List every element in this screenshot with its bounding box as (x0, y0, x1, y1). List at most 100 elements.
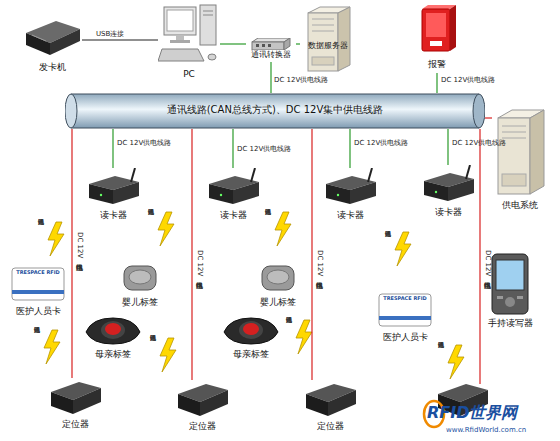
loc-shape (328, 390, 356, 416)
alarm-shape (450, 5, 456, 51)
pda-shape (496, 260, 524, 290)
baby-shape (129, 270, 151, 284)
reader-shape (337, 194, 339, 196)
mother-shape (224, 318, 278, 344)
reader-node: 读卡器 (85, 168, 141, 222)
reader-icon (322, 168, 378, 208)
power-icon (492, 108, 548, 196)
power-node: 供电系统 (492, 108, 548, 213)
card-logo-text: TRESPACE RFID (375, 296, 435, 302)
power-shape (502, 132, 526, 133)
mother-node: 母亲标签 (82, 310, 144, 362)
reader-node: 读卡器 (420, 165, 476, 219)
lightning-bolt (448, 345, 464, 379)
card-logo-text: TRESPACE RFID (8, 270, 68, 276)
issuer-shape (50, 29, 80, 55)
wire-label: DC 12V供电线路 (483, 250, 491, 276)
baby-icon (112, 262, 167, 294)
lightning-bolt (160, 338, 176, 372)
bus-node: 通讯线路(CAN总线方式)、DC 12V集中供电线路 (65, 93, 485, 129)
device-label: 读卡器 (85, 210, 141, 220)
device-label: PC (158, 69, 220, 79)
baby-shape (262, 266, 294, 290)
server-shape (312, 19, 334, 20)
device-label: 数据服务器 (300, 41, 355, 50)
device-label: 定位器 (172, 421, 232, 431)
server-shape (312, 31, 334, 32)
mother-shape (86, 318, 140, 344)
conv-icon (246, 38, 296, 50)
reader-shape (209, 184, 233, 204)
device-label: 医护人员卡 (375, 332, 435, 342)
lightning-bolt (44, 330, 60, 364)
reader-node: 读卡器 (205, 168, 261, 222)
alarm-shape (426, 13, 446, 37)
alarm-node: 报警 (412, 3, 462, 73)
lightning-bolt (48, 222, 64, 256)
baby-node: 婴儿标签 (112, 262, 167, 310)
server-icon (300, 5, 355, 73)
issuer-shape (26, 33, 50, 55)
loc-shape (178, 394, 200, 416)
pda-shape (505, 297, 515, 307)
comm-line (447, 129, 448, 165)
device-label: 母亲标签 (82, 349, 144, 359)
line-label: DC 12V供电线路 (195, 250, 203, 276)
loc-shape (200, 390, 228, 416)
card-node: TRESPACE RFID医护人员卡 (8, 266, 68, 320)
lightning-bolt (296, 320, 312, 354)
reader-shape (350, 182, 376, 204)
device-label: 婴儿标签 (112, 297, 167, 307)
pc-shape (176, 35, 184, 40)
comm-line (232, 129, 233, 168)
bus-shape (65, 94, 77, 128)
reader-shape (131, 168, 135, 182)
baby-node: 婴儿标签 (250, 262, 305, 310)
mother-node: 母亲标签 (220, 310, 282, 362)
device-label: 定位器 (45, 419, 105, 429)
reader-shape (100, 194, 102, 196)
comm-line (220, 43, 246, 44)
alarm-shape (422, 9, 450, 51)
lightning-bolt (158, 212, 174, 246)
device-label: 读卡器 (322, 210, 378, 220)
watermark-text: RFID世界网 (427, 404, 517, 422)
reader-shape (368, 168, 372, 182)
comm-line (82, 39, 158, 40)
power-line (485, 117, 492, 118)
baby-icon (250, 262, 305, 294)
mother-icon (220, 310, 282, 346)
conv-shape (268, 44, 271, 47)
loc-shape (306, 394, 328, 416)
mother-shape (105, 323, 121, 335)
reader-shape (435, 191, 437, 193)
reader-shape (251, 168, 255, 182)
line-label: USB连接 (96, 31, 124, 39)
line-label: DC 12V供电线路 (117, 140, 171, 148)
alarm-shape (430, 41, 442, 46)
issuer-shape (32, 35, 46, 41)
baby-shape (267, 270, 289, 284)
bus-shape (71, 94, 479, 95)
pc-shape (203, 15, 213, 16)
mother-icon (82, 310, 144, 346)
pda-shape (517, 296, 523, 299)
device-label: 报警 (412, 59, 462, 69)
conv-shape (262, 44, 265, 47)
conv-shape (252, 42, 284, 50)
server-node: 数据服务器 (300, 5, 355, 73)
power-shape (502, 138, 526, 139)
power-shape (498, 118, 530, 194)
loc-icon (172, 380, 232, 418)
server-shape (312, 25, 334, 26)
pc-shape (203, 11, 213, 12)
conv-shape (284, 38, 290, 50)
reader-shape (326, 184, 350, 204)
watermark-text: www.RfidWorld.com.cn (446, 427, 526, 435)
server-shape (312, 57, 334, 65)
pda-shape (497, 296, 503, 299)
reader-icon (205, 168, 261, 208)
reader-shape (113, 182, 139, 204)
